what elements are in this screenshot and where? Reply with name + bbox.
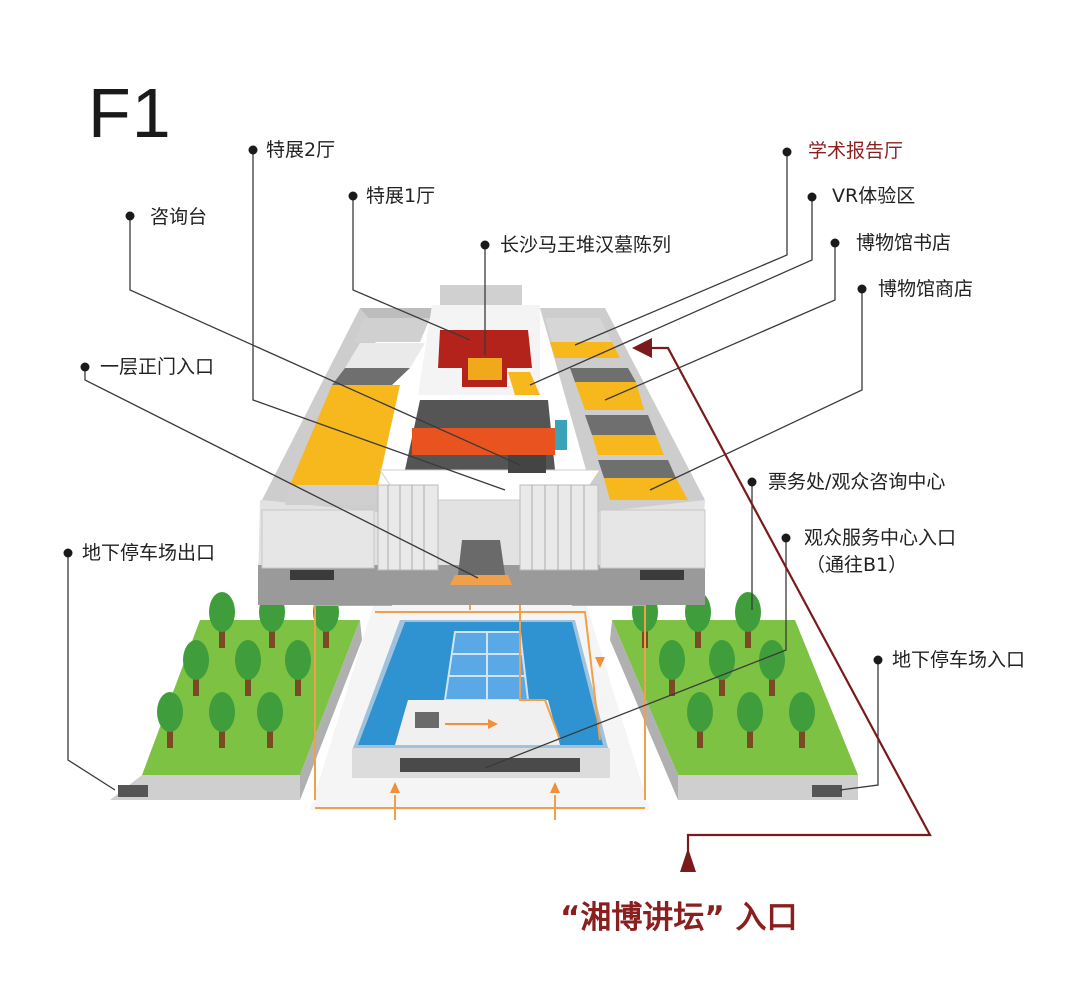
tree-crown xyxy=(709,640,735,680)
label-museum-bookstore: 博物馆书店 xyxy=(856,232,952,254)
tree-trunk xyxy=(267,722,273,748)
label-special-exhibition-2: 特展2厅 xyxy=(266,139,336,161)
forum-entrance-label: “湘博讲坛” 入口 xyxy=(560,900,798,936)
label-main-entrance: 一层正门入口 xyxy=(100,356,215,378)
label-mawangdui-exhibition: 长沙马王堆汉墓陈列 xyxy=(500,234,672,256)
label-museum-shop: 博物馆商店 xyxy=(878,278,974,300)
tree-trunk xyxy=(219,722,225,748)
tree-crown xyxy=(737,692,763,732)
tree-trunk xyxy=(799,722,805,748)
tree-crown xyxy=(285,640,311,680)
label-visitor-service-entrance: 观众服务中心入口 xyxy=(804,527,957,549)
tree-trunk xyxy=(167,722,173,748)
tree-crown xyxy=(735,592,761,632)
main-building xyxy=(258,285,706,605)
tree-trunk xyxy=(769,670,775,696)
label-parking-entrance: 地下停车场入口 xyxy=(892,649,1026,671)
label-dots xyxy=(63,145,883,665)
tree-crown xyxy=(759,640,785,680)
route-arrow-right xyxy=(488,719,498,729)
tree-trunk xyxy=(245,670,251,696)
route-arrow-up xyxy=(390,782,400,793)
label-visitor-service-note: （通往B1） xyxy=(806,554,908,576)
entrance-plaza xyxy=(310,600,650,810)
label-academic-lecture-hall: 学术报告厅 xyxy=(808,140,904,162)
label-info-desk: 咨询台 xyxy=(150,206,208,228)
tree-crown xyxy=(157,692,183,732)
tree-trunk xyxy=(697,722,703,748)
tree-crown xyxy=(687,692,713,732)
label-ticket-office: 票务处/观众咨询中心 xyxy=(768,471,946,493)
floor-label: F1 xyxy=(88,74,172,152)
tree-trunk xyxy=(323,622,329,648)
tree-trunk xyxy=(695,622,701,648)
tree-crown xyxy=(235,640,261,680)
forum-route xyxy=(632,338,932,872)
tree-trunk xyxy=(669,670,675,696)
tree-trunk xyxy=(269,622,275,648)
tree-crown xyxy=(789,692,815,732)
tree-trunk xyxy=(219,622,225,648)
tree-trunk xyxy=(747,722,753,748)
label-parking-exit: 地下停车场出口 xyxy=(82,542,216,564)
tree-crown xyxy=(209,592,235,632)
tree-trunk xyxy=(719,670,725,696)
tree-trunk xyxy=(745,622,751,648)
tree-crown xyxy=(659,640,685,680)
label-special-exhibition-1: 特展1厅 xyxy=(366,185,436,207)
label-vr-zone: VR体验区 xyxy=(832,185,916,207)
route-arrow-down xyxy=(595,657,605,668)
route-arrow-up xyxy=(550,782,560,793)
tree-crown xyxy=(257,692,283,732)
tree-trunk xyxy=(193,670,199,696)
tree-crown xyxy=(209,692,235,732)
tree-crown xyxy=(183,640,209,680)
tree-trunk xyxy=(295,670,301,696)
garden-trees xyxy=(157,592,815,748)
